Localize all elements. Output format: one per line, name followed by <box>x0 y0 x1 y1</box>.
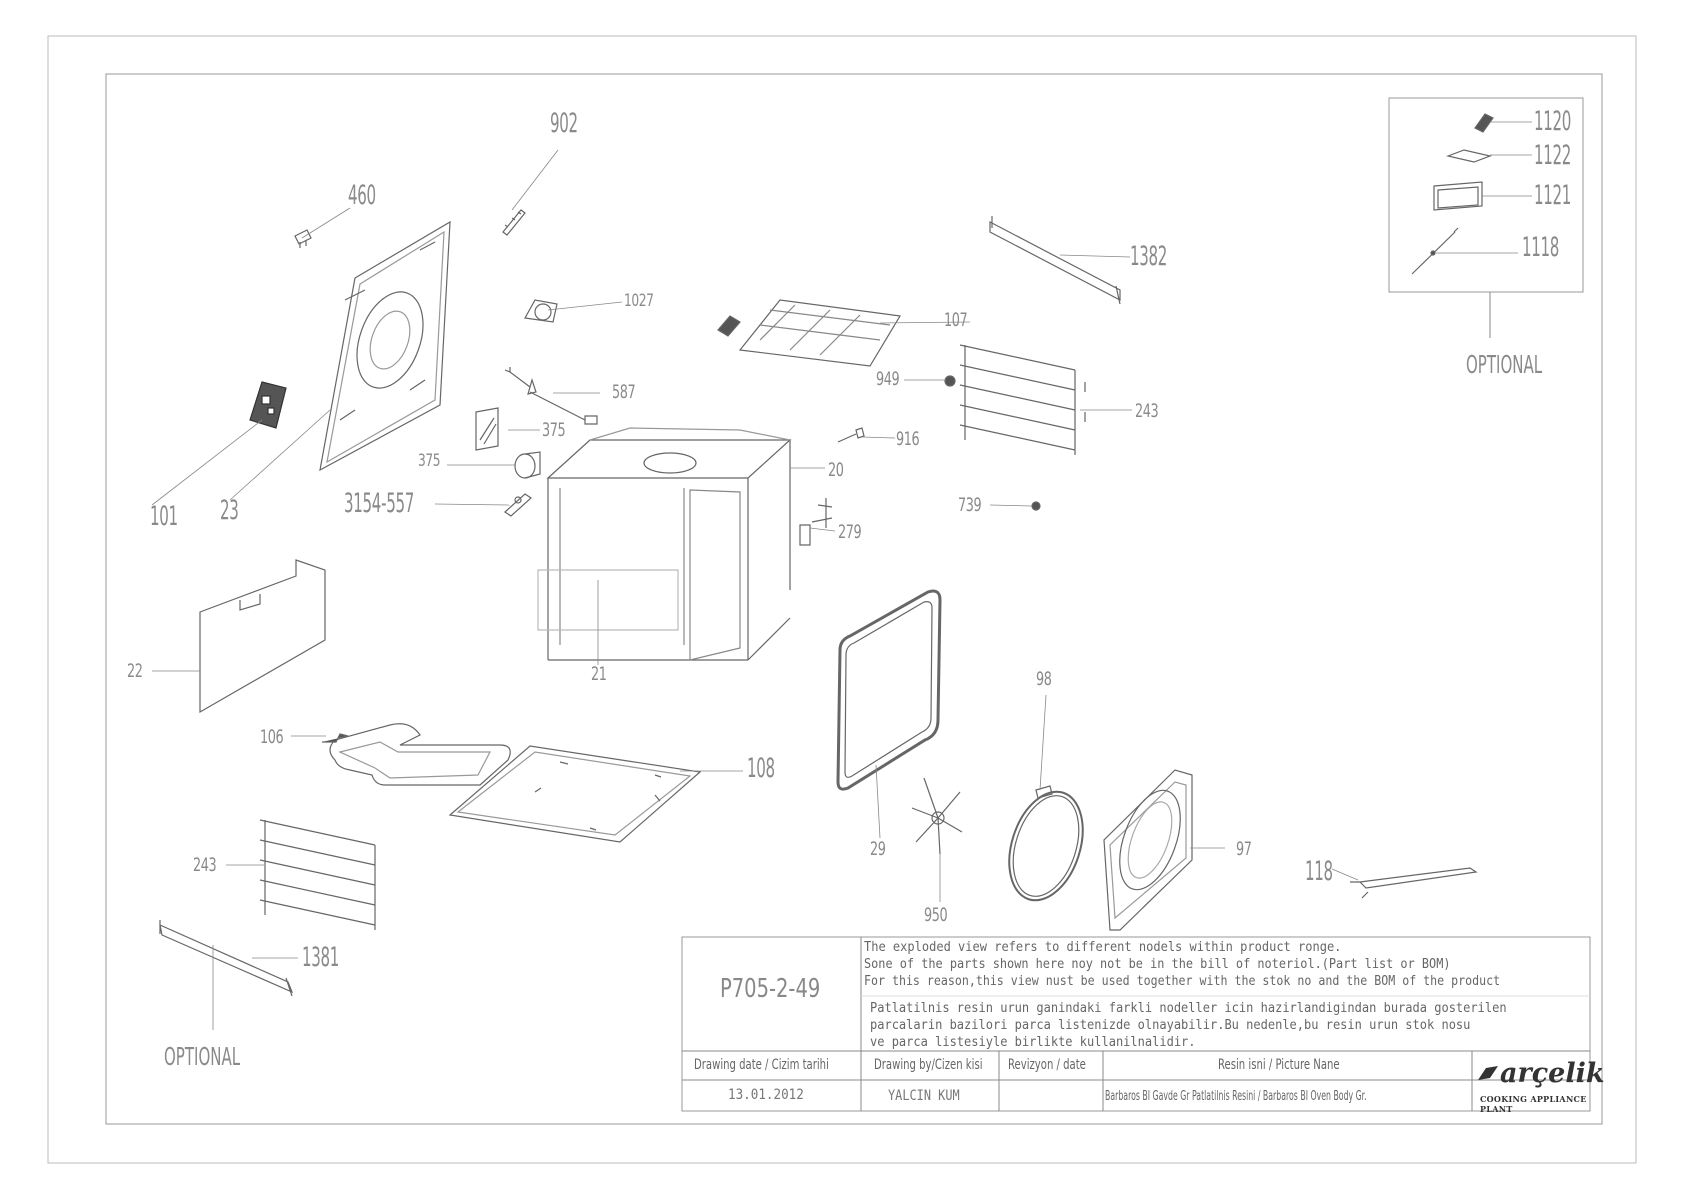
label-20: 20 <box>828 459 844 481</box>
label-107: 107 <box>944 309 968 331</box>
label-949: 949 <box>876 368 900 390</box>
part-950-fan <box>911 777 963 855</box>
part-108-bottom-panel <box>448 745 702 843</box>
label-1121: 1121 <box>1534 180 1572 211</box>
label-1120: 1120 <box>1534 106 1572 137</box>
label-3154-557: 3154-557 <box>344 488 415 519</box>
note-tr-line-3: ve parca listesiyle birlikte kullanilnal… <box>870 1034 1196 1050</box>
label-21: 21 <box>591 663 607 685</box>
part-1121-box <box>1433 181 1483 211</box>
part-949-screw <box>944 375 956 387</box>
part-101-switch <box>249 381 287 429</box>
label-1381: 1381 <box>302 942 340 973</box>
part-1382-rail <box>989 216 1121 305</box>
part-98-fan-ring <box>1008 785 1084 902</box>
label-22: 22 <box>127 660 143 682</box>
part-107-grill-element <box>717 299 901 367</box>
plant-name: COOKING APPLIANCE PLANT <box>1480 1094 1587 1114</box>
label-1122: 1122 <box>1534 140 1572 171</box>
label-739: 739 <box>958 494 982 516</box>
part-587-lamp <box>504 367 598 425</box>
inner-border <box>105 73 1603 1125</box>
header-drawing-by: Drawing by/Cizen kisi <box>874 1057 983 1073</box>
arcelik-logo: arçelik COOKING APPLIANCE PLANT <box>1474 1054 1605 1114</box>
arcelik-logo-mark <box>1478 1066 1498 1080</box>
note-en-line-3: For this reason,this view nust be used t… <box>864 973 1501 989</box>
label-23: 23 <box>220 495 239 526</box>
part-375-glass <box>475 407 499 451</box>
label-98: 98 <box>1036 668 1052 690</box>
part-243-bottom-rack <box>259 819 376 930</box>
part-375-motor <box>514 451 541 479</box>
optional-label-bottom: OPTIONAL <box>164 1042 241 1071</box>
label-118: 118 <box>1305 856 1333 887</box>
label-1382: 1382 <box>1130 241 1168 272</box>
brand-name: arçelik <box>1500 1058 1605 1089</box>
part-739-nut <box>1031 501 1041 511</box>
part-22-insulation <box>199 559 326 714</box>
label-375-motor: 375 <box>418 451 441 471</box>
label-1118: 1118 <box>1522 232 1560 263</box>
header-picture-name: Resin isni / Picture Nane <box>1218 1057 1340 1073</box>
part-279-bracket <box>799 498 833 546</box>
part-1381-rail <box>159 920 294 997</box>
outer-border <box>47 35 1637 1164</box>
optional-label-top: OPTIONAL <box>1466 350 1543 379</box>
part-243-top-rack <box>959 344 1086 455</box>
part-902-bracket <box>502 209 526 236</box>
label-375-glass: 375 <box>542 419 566 441</box>
header-drawing-date: Drawing date / Cizim tarihi <box>694 1057 829 1073</box>
label-916: 916 <box>896 428 920 450</box>
note-en-line-2: Sone of the parts shown here noy not be … <box>864 956 1451 972</box>
part-106-bottom-element <box>322 723 511 786</box>
label-29: 29 <box>870 838 886 860</box>
part-118-element <box>1350 867 1478 899</box>
value-drawing-by: YALCIN KUM <box>888 1088 960 1104</box>
label-587: 587 <box>612 381 636 403</box>
label-243-top: 243 <box>1135 400 1159 422</box>
part-20-21-oven-cavity <box>537 427 792 661</box>
label-902: 902 <box>550 108 578 139</box>
part-23-back-panel <box>319 220 451 472</box>
label-243-bottom: 243 <box>193 854 217 876</box>
label-460: 460 <box>348 180 376 211</box>
label-279: 279 <box>838 521 862 543</box>
label-101: 101 <box>150 501 178 532</box>
optional-box <box>1388 97 1584 293</box>
part-97-fan-cover <box>1103 769 1193 931</box>
label-108: 108 <box>747 753 775 784</box>
part-1118-probe <box>1411 227 1459 275</box>
drawing-code: P705-2-49 <box>720 974 821 1004</box>
value-drawing-date: 13.01.2012 <box>728 1087 804 1103</box>
value-picture-name: Barbaros BI Gavde Gr Patlatilnis Resini … <box>1105 1089 1367 1104</box>
part-1122-bracket <box>1445 149 1493 163</box>
label-97: 97 <box>1236 838 1252 860</box>
part-3154-557-bracket <box>504 493 532 517</box>
label-106: 106 <box>260 726 284 748</box>
part-916-screw <box>837 427 865 443</box>
label-950: 950 <box>924 904 948 926</box>
part-29-door-seal <box>836 589 942 791</box>
header-revision: Revizyon / date <box>1008 1057 1086 1073</box>
label-1027: 1027 <box>624 291 654 311</box>
part-1027-bracket <box>524 299 558 323</box>
part-1120-clip <box>1474 113 1494 133</box>
note-tr-line-1: Patlatilnis resin urun ganindaki farkli … <box>870 1000 1507 1016</box>
part-460-clip <box>294 229 312 248</box>
note-en-line-1: The exploded view refers to different no… <box>864 939 1342 955</box>
title-block <box>681 936 1591 1112</box>
note-tr-line-2: parcalarin bazilori parca listenizde oln… <box>870 1017 1471 1033</box>
